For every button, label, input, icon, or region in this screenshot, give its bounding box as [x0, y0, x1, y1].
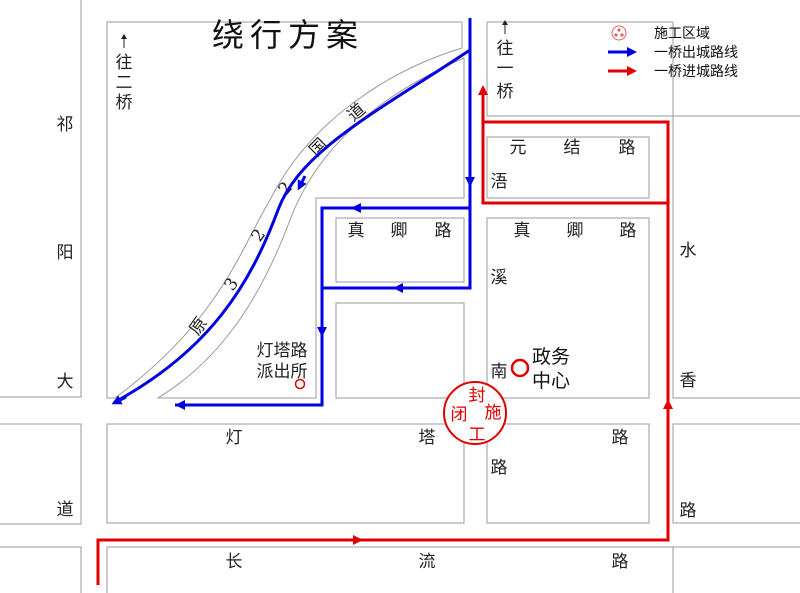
svg-text:中心: 中心: [532, 370, 570, 392]
svg-text:大: 大: [57, 372, 74, 392]
inbound-route: [96, 85, 673, 585]
svg-text:元: 元: [510, 138, 527, 158]
svg-text:真: 真: [514, 221, 531, 241]
road-label-zhenqing-lu-east: 真 卿 路: [514, 221, 637, 241]
location-marker-icon: [510, 358, 530, 378]
direction-label: 一: [497, 59, 514, 79]
svg-text:浯: 浯: [491, 172, 508, 192]
svg-text:封: 封: [469, 386, 486, 406]
svg-text:路: 路: [435, 221, 452, 241]
svg-text:闭: 闭: [451, 405, 468, 425]
road-label-yuanjie-lu: 元 结 路: [510, 138, 636, 158]
svg-text:工: 工: [469, 425, 486, 445]
road-label-wuxi-nanlu: 浯 溪 南 路: [491, 172, 508, 478]
svg-text:溪: 溪: [491, 268, 508, 288]
police-station: 灯塔路 派出所: [257, 341, 308, 390]
svg-text:卿: 卿: [391, 221, 408, 241]
map-title: 绕行方案: [212, 16, 364, 54]
direction-to-bridge-1: 往 一 桥: [497, 20, 514, 102]
svg-text:政务: 政务: [532, 346, 570, 368]
direction-label: 二: [116, 73, 133, 93]
direction-to-bridge-2: 往 二 桥: [116, 34, 133, 113]
road-label-shuixiang-lu: 水 香 路: [680, 241, 697, 521]
svg-text:祁: 祁: [57, 115, 74, 135]
construction-area-icon: [611, 25, 627, 41]
direction-label: 桥: [116, 93, 133, 113]
legend-inbound-route: 一桥进城路线: [654, 64, 738, 80]
svg-text:卿: 卿: [567, 221, 584, 241]
location-marker-icon: [294, 378, 306, 390]
svg-text:派出所: 派出所: [257, 362, 308, 382]
svg-text:真: 真: [348, 221, 365, 241]
construction-closure-stamp: 封 施 闭 工: [443, 381, 507, 445]
svg-text:阳: 阳: [57, 243, 74, 263]
svg-text:长: 长: [226, 552, 243, 572]
direction-label: 往: [116, 53, 133, 73]
legend-outbound-route: 一桥出城路线: [654, 45, 738, 61]
road-label-qiyang-dadao: 祁 阳 大 道: [57, 115, 74, 520]
outbound-route: [111, 18, 475, 410]
svg-text:水: 水: [680, 241, 697, 261]
road-label-dengta-lu: 灯 塔 路: [226, 428, 629, 448]
svg-text:道: 道: [57, 500, 74, 520]
road-label-zhenqing-lu-west: 真 卿 路: [348, 221, 452, 241]
svg-text:路: 路: [612, 428, 629, 448]
svg-text:塔: 塔: [419, 428, 436, 448]
svg-text:路: 路: [612, 552, 629, 572]
direction-label: 桥: [497, 82, 514, 102]
svg-text:路: 路: [491, 458, 508, 478]
svg-text:路: 路: [680, 501, 697, 521]
svg-text:路: 路: [619, 138, 636, 158]
svg-text:施: 施: [485, 403, 502, 423]
legend-construction-area: 施工区域: [654, 26, 710, 42]
svg-text:流: 流: [419, 552, 436, 572]
svg-text:香: 香: [680, 371, 697, 391]
direction-label: 往: [497, 39, 514, 59]
legend: 施工区域 一桥出城路线 一桥进城路线: [608, 25, 738, 80]
svg-text:路: 路: [620, 221, 637, 241]
svg-text:灯塔路: 灯塔路: [257, 341, 308, 361]
svg-text:南: 南: [491, 362, 508, 382]
gov-center: 政务 中心: [510, 346, 570, 392]
road-label-changliu-lu: 长 流 路: [226, 552, 629, 572]
svg-text:结: 结: [564, 138, 581, 158]
svg-text:灯: 灯: [226, 428, 243, 448]
